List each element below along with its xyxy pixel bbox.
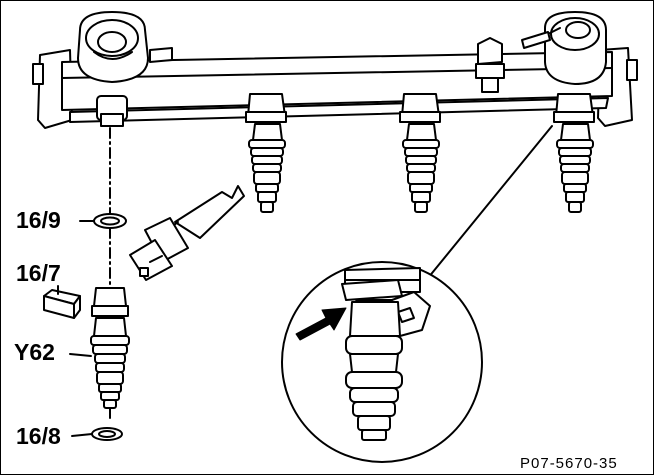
pressure-regulator [77,11,173,83]
upper-seal-ring [93,213,127,229]
installed-injector-2 [245,93,287,213]
figure-reference: P07-5670-35 [520,455,618,472]
callout-injector: Y62 [14,339,55,365]
installed-injector-3 [399,93,441,213]
loose-injector [90,287,130,409]
injector-connector [129,185,245,281]
injector-seat-1 [96,95,128,127]
callout-lower-seal: 16/8 [16,423,61,449]
retaining-clip [43,289,81,319]
test-valve [475,37,505,93]
callout-clip: 16/7 [16,260,61,286]
detail-view-circle [281,261,483,463]
callout-upper-seal: 16/9 [16,207,61,233]
callout-leader-lines [57,220,95,437]
pulsation-damper [521,11,607,85]
fuel-rail [32,47,638,129]
installed-injector-4 [553,93,595,213]
detail-leader-line [427,125,553,279]
lower-seal-ring [91,427,123,441]
detail-arrow [295,307,347,341]
